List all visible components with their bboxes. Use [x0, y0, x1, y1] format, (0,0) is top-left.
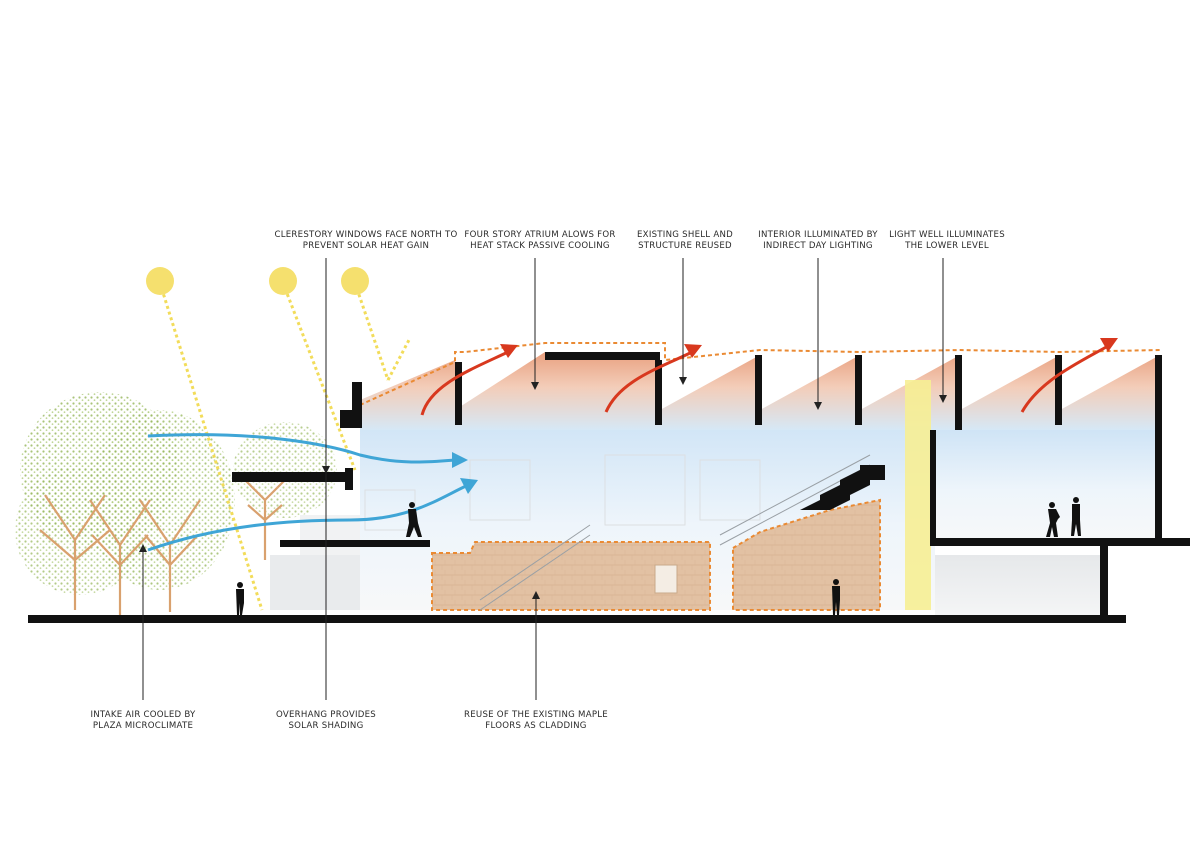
- building-interior: [270, 352, 1160, 615]
- annotation-leader-lines: [142, 258, 944, 700]
- cool-air-flow-arrows: [147, 433, 467, 552]
- air-arrowheads: [452, 452, 478, 494]
- leader-arrowheads: [139, 377, 947, 599]
- roof-dashed-outline: [359, 342, 1161, 406]
- label-maple-cladding: REUSE OF THE EXISTING MAPLE FLOORS AS CL…: [464, 710, 608, 731]
- hot-air-exhaust-arrows: [420, 344, 1109, 416]
- label-light-well: LIGHT WELL ILLUMINATES THE LOWER LEVEL: [889, 230, 1005, 251]
- label-existing-shell: EXISTING SHELL AND STRUCTURE REUSED: [637, 230, 733, 251]
- label-intake-air: INTAKE AIR COOLED BY PLAZA MICROCLIMATE: [90, 710, 196, 731]
- sun-icons: [146, 267, 412, 611]
- maple-cladding: [431, 498, 881, 611]
- people-silhouettes: [236, 497, 1081, 615]
- hot-air-arrowheads: [500, 338, 1118, 358]
- label-interior-lighting: INTERIOR ILLUMINATED BY INDIRECT DAY LIG…: [758, 230, 878, 251]
- plaza-trees: [15, 392, 337, 615]
- label-atrium: FOUR STORY ATRIUM ALOWS FOR HEAT STACK P…: [464, 230, 616, 251]
- label-clerestory: CLERESTORY WINDOWS FACE NORTH TO PREVENT…: [274, 230, 458, 251]
- stair-section-cut: [800, 465, 885, 510]
- label-overhang: OVERHANG PROVIDES SOLAR SHADING: [276, 710, 376, 731]
